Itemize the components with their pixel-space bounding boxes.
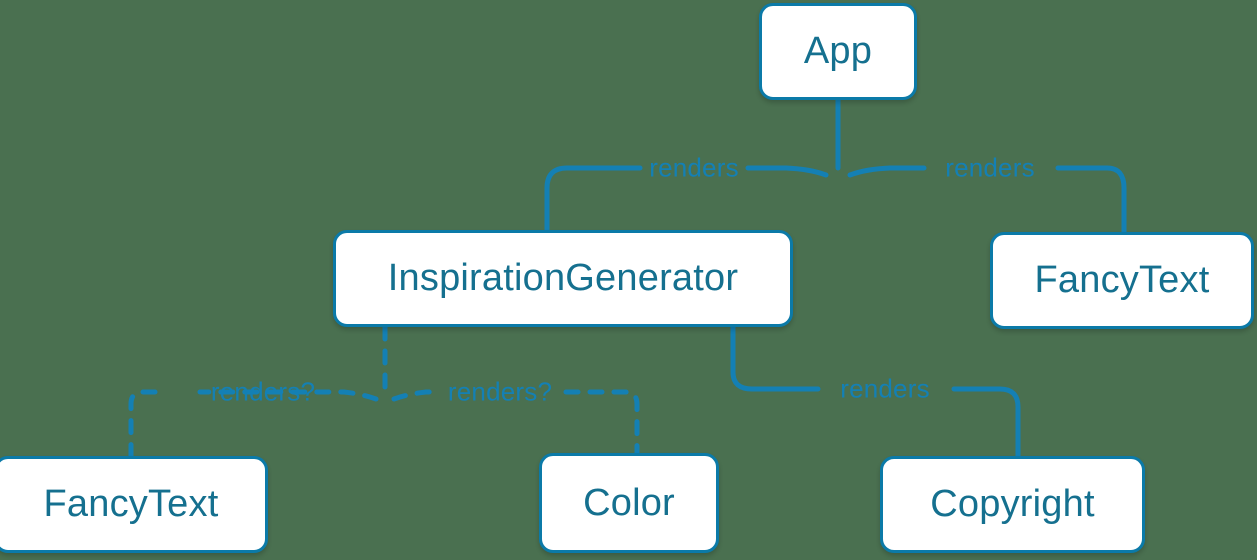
edge-inspiration-to-color	[391, 389, 640, 456]
edge-label-app-to-inspiration: renders	[649, 152, 739, 183]
node-fancytext-bottom-label: FancyText	[43, 483, 219, 525]
node-fancytext-top-label: FancyText	[1034, 259, 1210, 301]
edge-label-app-to-fancytext-top: renders	[945, 152, 1035, 183]
node-copyright[interactable]: Copyright	[880, 456, 1145, 553]
edge-app-to-fancytext-top	[847, 165, 1127, 235]
edge-inspiration-to-fancytext-bottom	[128, 389, 379, 459]
node-color-label: Color	[583, 481, 675, 524]
node-copyright-label: Copyright	[930, 483, 1095, 525]
node-inspiration-generator-label: InspirationGenerator	[387, 257, 739, 299]
node-fancytext-top[interactable]: FancyText	[990, 232, 1254, 329]
edge-label-inspiration-to-copyright: renders	[840, 373, 930, 404]
edge-label-inspiration-to-color: renders?	[447, 376, 553, 407]
node-color[interactable]: Color	[539, 453, 719, 553]
node-app[interactable]: App	[759, 3, 917, 100]
edge-inspiration-to-copyright	[730, 324, 1021, 459]
node-fancytext-bottom[interactable]: FancyText	[0, 456, 268, 553]
node-inspiration-generator[interactable]: InspirationGenerator	[333, 230, 793, 327]
edge-app-to-inspiration	[544, 165, 829, 233]
node-app-label: App	[803, 30, 873, 72]
edge-label-inspiration-to-fancytext-bottom: renders?	[210, 376, 316, 407]
